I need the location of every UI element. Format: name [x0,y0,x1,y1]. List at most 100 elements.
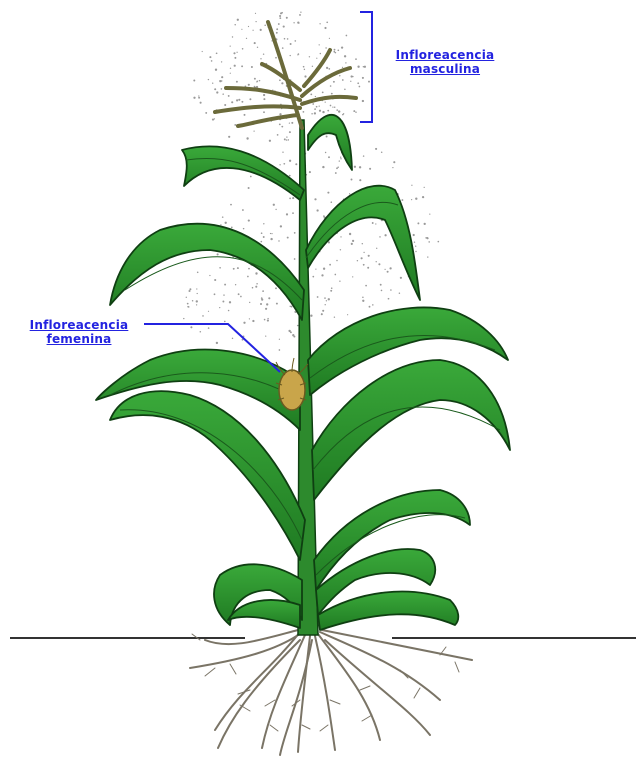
pollen-dot [351,243,353,245]
pollen-dot [336,260,338,262]
pollen-dot [267,320,269,322]
pollen-dot [413,234,415,236]
pollen-dot [363,252,364,253]
pollen-dot [229,301,231,303]
pollen-dot [279,15,281,17]
pollen-dot [429,214,430,215]
pollen-dot [256,283,258,285]
pollen-dot [415,251,416,252]
pollen-dot [384,269,385,270]
pollen-dot [214,279,216,281]
pollen-dot [260,58,261,59]
pollen-dot [275,57,277,59]
pollen-dot [368,81,370,83]
pollen-dot [303,66,305,68]
pollen-dot [286,17,288,19]
pollen-dot [268,297,270,299]
pollen-dot [255,286,257,288]
pollen-dot [334,274,336,276]
pollen-dot [363,264,365,266]
pollen-dot [261,299,263,301]
pollen-dot [252,30,253,31]
pollen-dot [424,187,425,188]
pollen-dot [234,24,235,25]
pollen-dot [283,163,285,165]
pollen-dot [196,288,197,289]
pollen-dot [283,26,285,28]
pollen-dot [273,204,275,206]
pollen-dot [254,78,256,80]
pollen-dot [263,236,265,238]
pollen-dot [284,138,286,140]
pollen-dot [265,308,267,310]
pollen-dot [354,166,356,168]
pollen-dot [219,80,221,82]
pollen-dot [219,267,221,269]
pollen-dot [234,57,236,59]
pollen-dot [290,43,292,45]
pollen-dot [328,156,330,158]
pollen-dot [388,298,390,300]
pollen-dot [362,300,364,302]
pollen-dot [289,122,290,123]
pollen-dot [292,212,294,214]
pollen-dot [276,28,278,30]
pollen-dot [345,62,346,63]
pollen-dot [323,215,325,217]
pollen-dot [243,228,245,230]
pollen-dot [241,101,243,103]
pollen-dot [289,160,291,162]
pollen-dot [241,65,243,67]
pollen-dot [322,92,324,94]
pollen-dot [300,12,301,13]
pollen-dot [279,349,281,351]
pollen-dot [334,49,336,51]
pollen-dot [321,274,323,276]
pollen-dot [359,86,361,88]
pollen-dot [205,112,207,114]
pollen-dot [309,171,311,173]
pollen-dot [336,109,338,111]
pollen-dot [362,297,364,299]
pollen-dot [294,258,296,260]
pollen-dot [216,52,218,54]
pollen-dot [340,249,341,250]
pollen-dot [328,68,330,70]
pollen-dot [314,112,316,114]
pollen-dot [196,304,197,305]
pollen-dot [234,65,236,67]
pollen-dot [222,216,224,218]
pollen-dot [376,248,377,249]
pollen-dot [428,241,430,243]
pollen-dot [198,97,200,99]
pollen-dot [331,201,333,203]
pollen-dot [424,223,426,225]
pollen-dot [355,58,357,60]
pollen-dot [236,99,238,101]
pollen-dot [363,66,364,67]
pollen-dot [235,284,236,285]
pollen-dot [292,197,294,199]
pollen-dot [224,284,226,286]
pollen-dot [427,237,429,239]
pollen-dot [378,263,380,265]
pollen-dot [237,19,239,21]
pollen-dot [332,106,333,107]
pollen-dot [362,100,364,102]
pollen-dot [414,242,415,243]
pollen-dot [375,223,376,224]
pollen-dot [212,83,213,84]
pollen-dot [287,237,289,239]
pollen-dot [384,234,386,236]
pollen-dot [342,67,343,68]
pollen-dot [327,192,329,194]
pollen-dot [220,224,221,225]
male-inflorescence-label-line2: masculina [380,62,510,76]
pollen-dot [338,110,340,112]
pollen-dot [275,209,276,210]
male-bracket [360,12,372,122]
pollen-dot [312,103,314,105]
pollen-dot [293,22,294,23]
pollen-dot [228,310,230,312]
